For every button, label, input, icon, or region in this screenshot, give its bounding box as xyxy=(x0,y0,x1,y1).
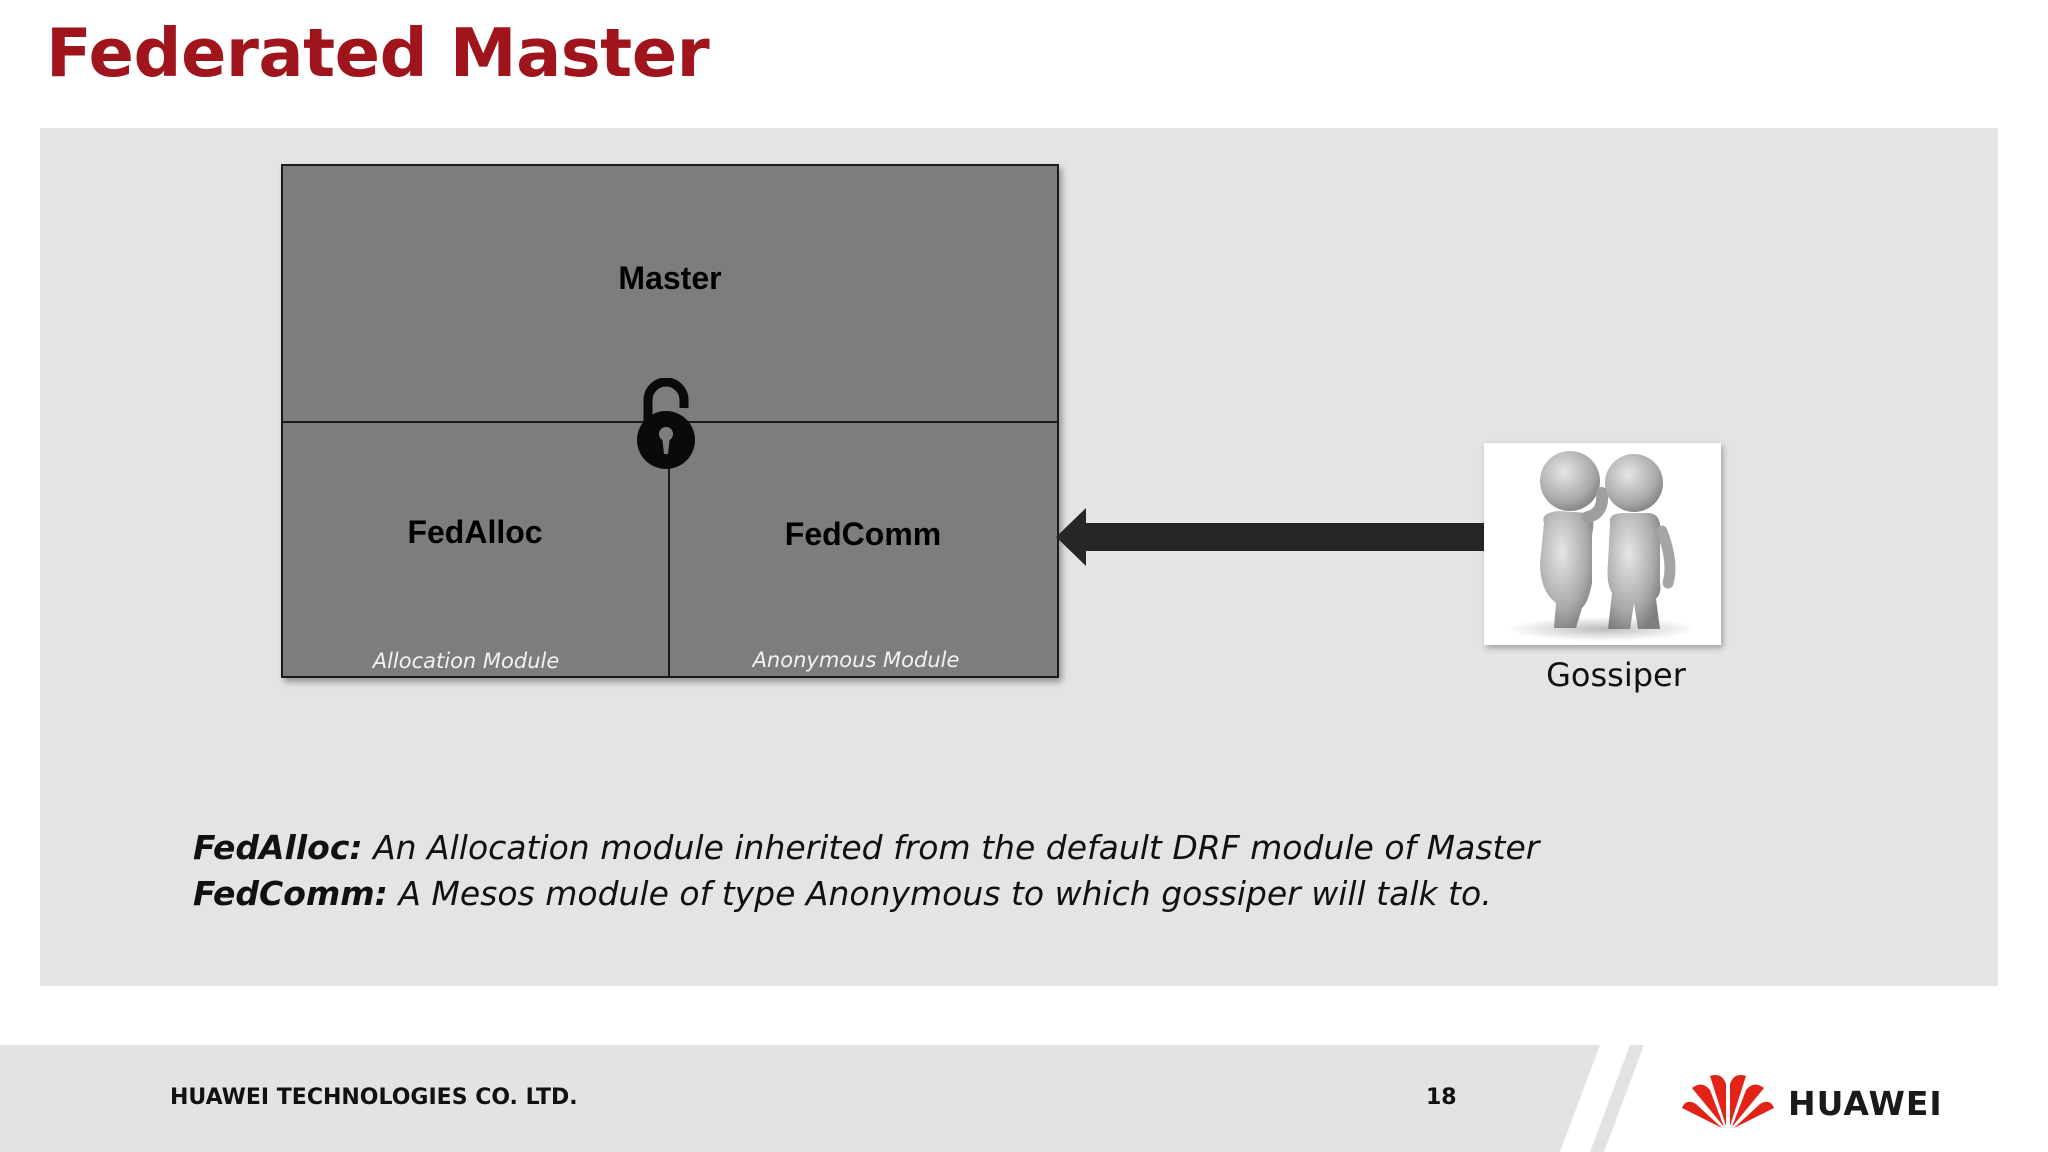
huawei-logo-text: HUAWEI xyxy=(1788,1084,1943,1123)
footer-company: HUAWEI TECHNOLOGIES CO. LTD. xyxy=(170,1085,578,1110)
slide-title: Federated Master xyxy=(46,14,710,92)
fedalloc-sublabel: Allocation Module xyxy=(372,649,560,673)
fedalloc-label: FedAlloc xyxy=(407,514,543,550)
description-text: An Allocation module inherited from the … xyxy=(362,828,1540,867)
fedcomm-sublabel: Anonymous Module xyxy=(752,648,960,672)
description-term: FedAlloc: xyxy=(193,828,363,867)
gossiper-image xyxy=(1484,443,1721,645)
two-people-whispering-icon xyxy=(1507,451,1697,641)
description-term: FedComm: xyxy=(193,874,388,913)
description-fedcomm: FedComm: A Mesos module of type Anonymou… xyxy=(193,874,1492,913)
fedcomm-label: FedComm xyxy=(784,516,942,552)
page-number: 18 xyxy=(1426,1085,1457,1110)
description-fedalloc: FedAlloc: An Allocation module inherited… xyxy=(193,828,1539,867)
huawei-logo-icon xyxy=(1682,1075,1774,1128)
module-divider xyxy=(668,422,670,676)
master-label: Master xyxy=(618,260,722,296)
description-text: A Mesos module of type Anonymous to whic… xyxy=(387,874,1492,913)
arrow-to-fedcomm xyxy=(1056,508,1486,566)
unlocked-padlock-icon xyxy=(637,378,695,469)
gossiper-label: Gossiper xyxy=(1546,656,1686,694)
footer-white-slant xyxy=(1560,1045,2048,1152)
